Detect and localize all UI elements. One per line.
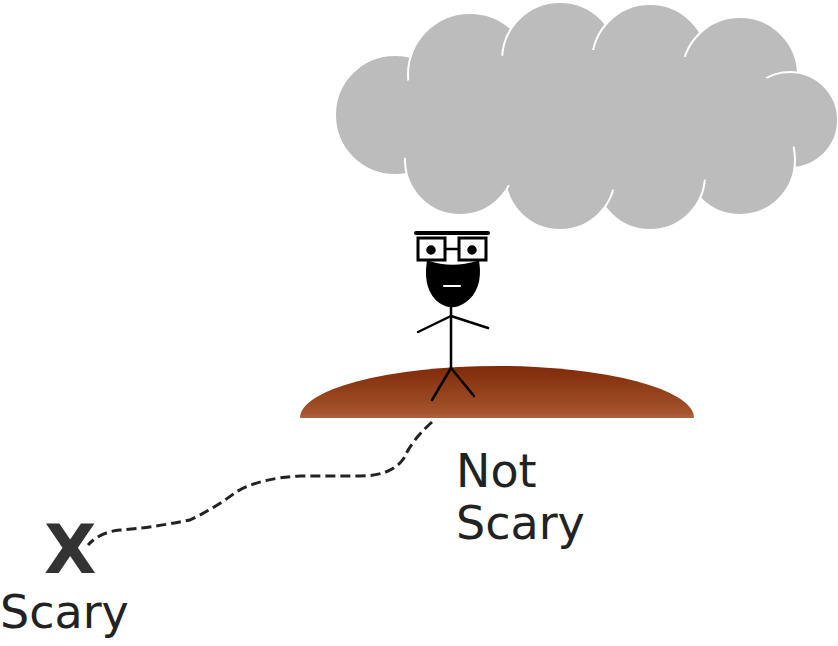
stick-figure — [416, 233, 488, 400]
target-mark: X — [44, 516, 124, 584]
zone-label: Not Scary — [456, 445, 606, 549]
dashed-path — [88, 422, 432, 545]
zone-label: Scary — [0, 586, 200, 638]
cloud — [335, 2, 838, 230]
